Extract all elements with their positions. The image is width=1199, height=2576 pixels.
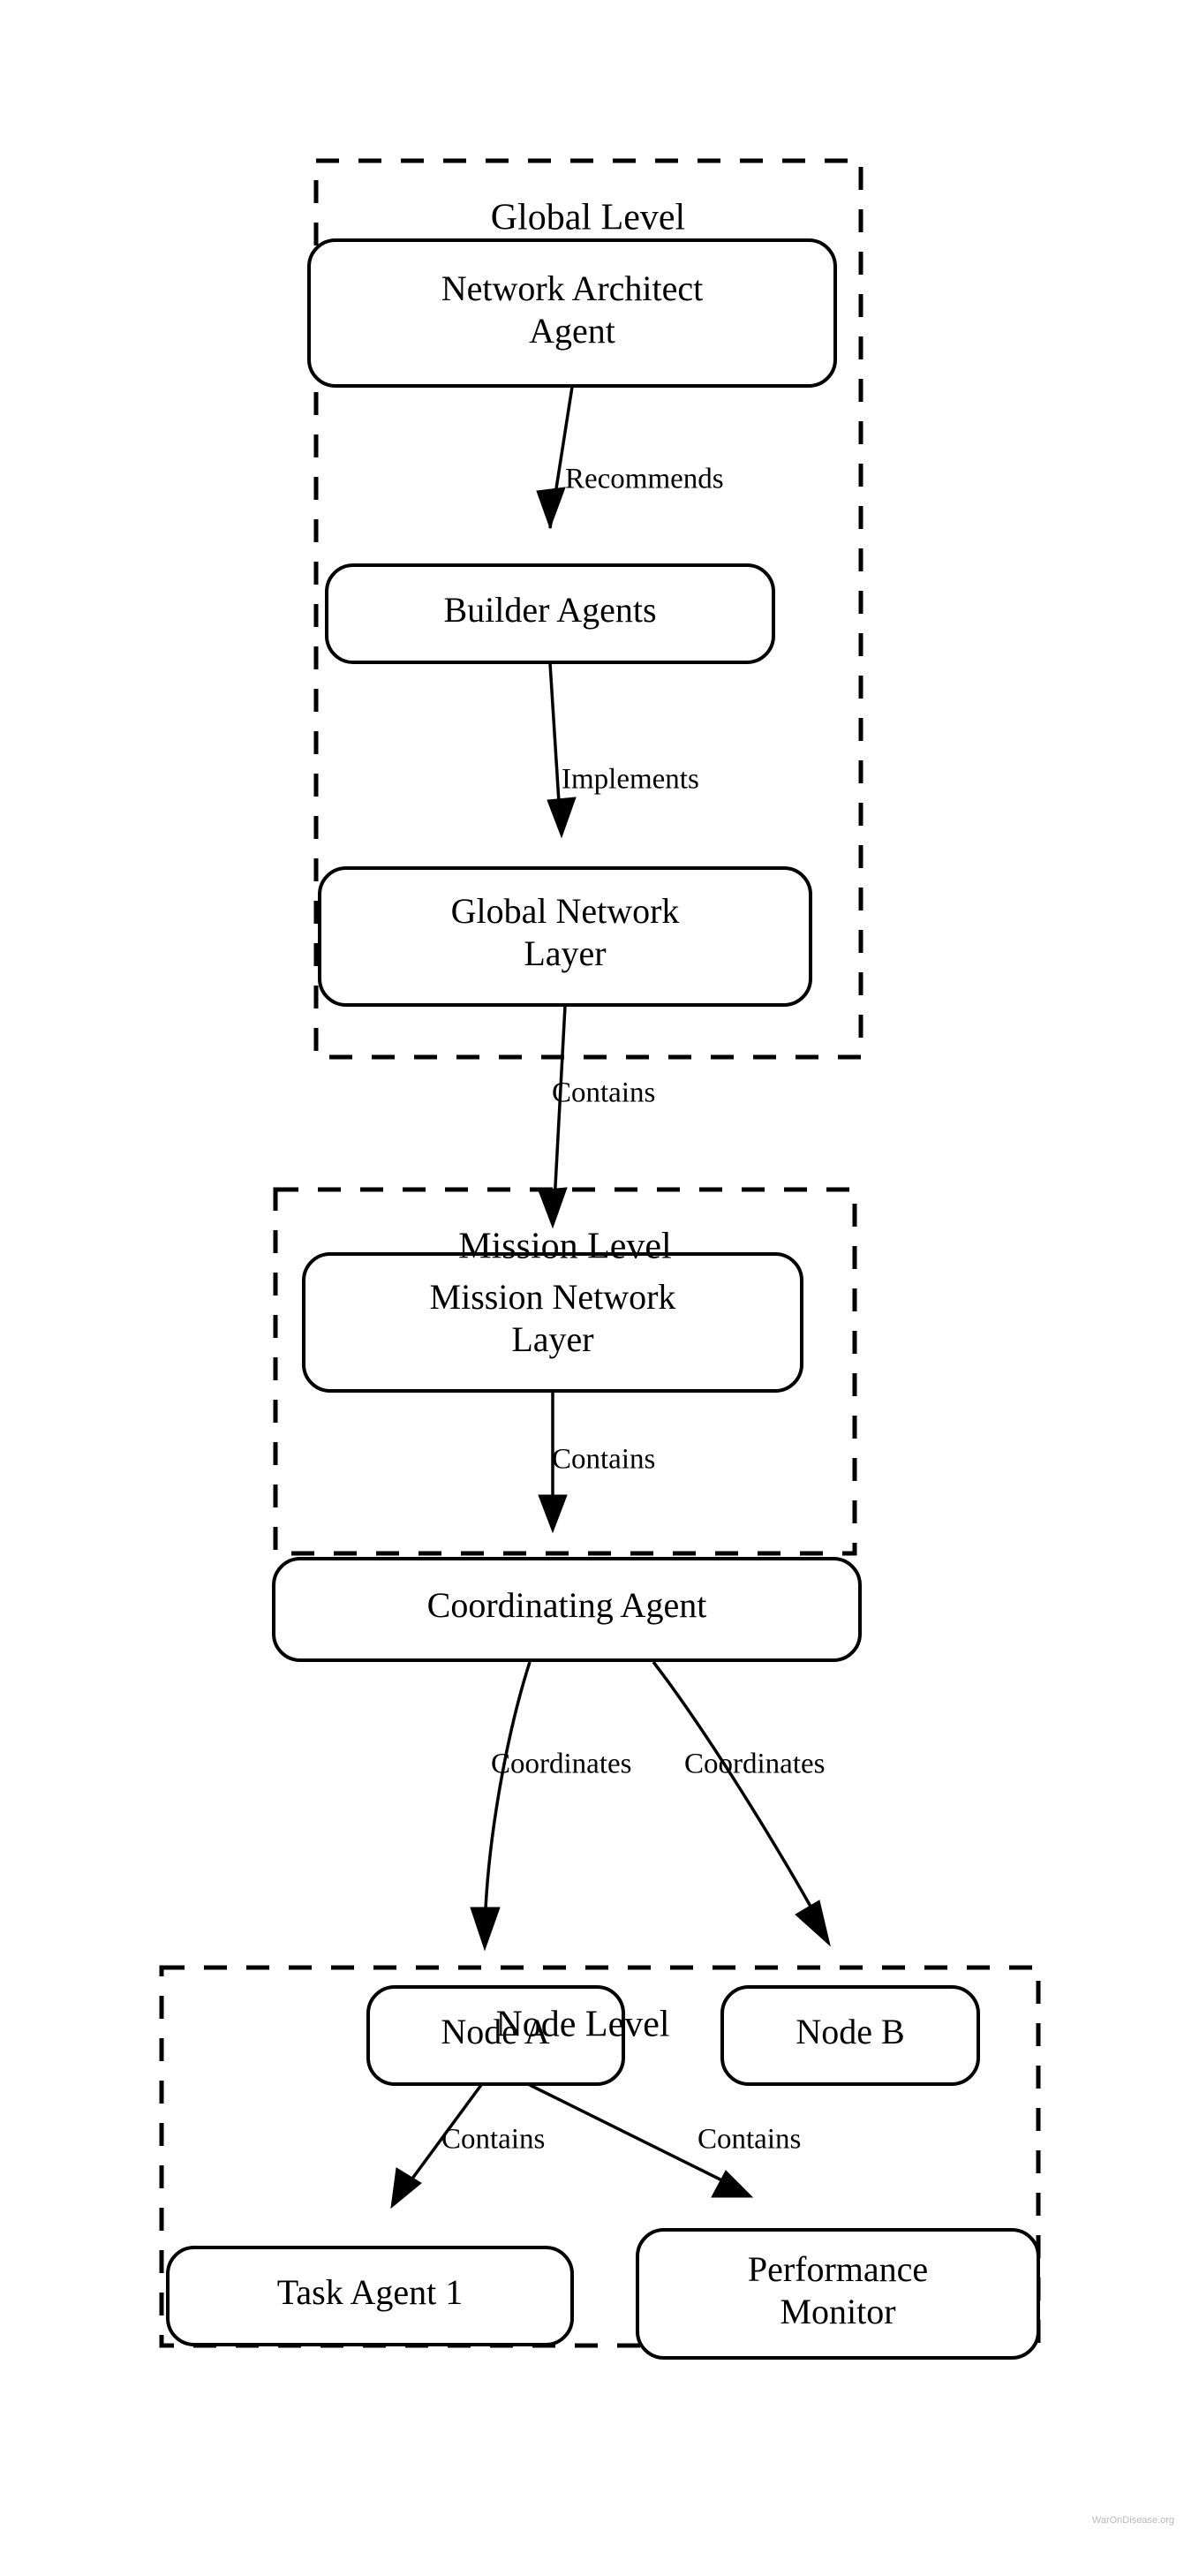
cluster-border-global <box>313 158 863 1060</box>
node-node-a[interactable]: Node A <box>366 1985 625 2086</box>
edge-contains-mission-coord-arrowhead-icon <box>538 1494 568 1534</box>
node-label-performance-monitor: Monitor <box>780 2292 895 2331</box>
edge-contains-node-a-perf <box>529 2083 754 2198</box>
node-label-task-agent-1: Task Agent 1 <box>277 2272 464 2312</box>
node-label-builder-agents: Builder Agents <box>443 590 656 630</box>
node-box-mission-network-layer[interactable] <box>302 1252 803 1393</box>
edge-contains-node-a-perf-line <box>529 2083 743 2192</box>
edge-contains-global-mission <box>538 1005 568 1229</box>
node-box-task-agent-1[interactable] <box>166 2246 574 2346</box>
edge-coordinates-node-b-label: Coordinates <box>684 1749 825 1780</box>
node-box-global-network-layer[interactable] <box>318 866 812 1007</box>
edge-coordinates-node-b <box>652 1660 831 1947</box>
edge-contains-node-a-perf-label: Contains <box>698 2124 801 2156</box>
edge-layer: RecommendsImplementsContainsContainsCoor… <box>390 386 831 2210</box>
edge-contains-global-mission-label: Contains <box>552 1077 655 1109</box>
edge-coordinates-node-a <box>470 1661 532 1952</box>
node-box-coordinating-agent[interactable] <box>272 1557 862 1662</box>
node-coordinating-agent[interactable]: Coordinating Agent <box>272 1557 862 1662</box>
edge-coordinates-node-a-label: Coordinates <box>491 1749 631 1780</box>
node-label-network-architect-agent: Agent <box>529 311 615 351</box>
cluster-title-mission: Mission Level <box>458 1227 671 1267</box>
edge-implements-arrowhead-icon <box>547 797 577 839</box>
edge-implements <box>547 662 577 839</box>
node-box-performance-monitor[interactable] <box>636 2228 1040 2360</box>
edge-recommends-label: Recommends <box>565 464 724 495</box>
node-label-global-network-layer: Global Network <box>451 891 680 931</box>
cluster-title-global: Global Level <box>491 198 685 238</box>
edge-contains-node-a-task <box>390 2083 483 2210</box>
node-label-performance-monitor: Performance <box>748 2249 928 2289</box>
edge-contains-global-mission-arrowhead-icon <box>538 1187 568 1229</box>
node-label-global-network-layer: Layer <box>524 933 606 973</box>
cluster-border-mission <box>273 1187 857 1556</box>
node-builder-agents[interactable]: Builder Agents <box>325 563 775 664</box>
node-label-node-b: Node B <box>796 2012 904 2051</box>
cluster-node <box>159 1965 1041 2348</box>
node-box-node-a[interactable] <box>366 1985 625 2086</box>
cluster-mission <box>273 1187 857 1556</box>
edge-contains-node-a-task-label: Contains <box>441 2124 545 2156</box>
edge-contains-mission-coord-label: Contains <box>552 1444 655 1476</box>
node-label-mission-network-layer: Mission Network <box>430 1277 676 1317</box>
cluster-border-node <box>159 1965 1041 2348</box>
edge-contains-node-a-task-arrowhead-icon <box>390 2167 422 2210</box>
cluster-group-layer <box>159 158 1041 2348</box>
cluster-title-node: Node Level <box>495 2005 669 2045</box>
edge-contains-node-a-perf-arrowhead-icon <box>711 2170 754 2198</box>
edge-coordinates-node-b-arrowhead-icon <box>795 1900 831 1947</box>
node-box-node-b[interactable] <box>720 1985 980 2086</box>
node-label-node-a: Node A <box>441 2012 549 2051</box>
edge-implements-label: Implements <box>562 764 699 796</box>
node-node-b[interactable]: Node B <box>720 1985 980 2086</box>
node-label-network-architect-agent: Network Architect <box>441 268 704 308</box>
node-label-mission-network-layer: Layer <box>511 1319 593 1359</box>
node-task-agent-1[interactable]: Task Agent 1 <box>166 2246 574 2346</box>
edge-coordinates-node-a-arrowhead-icon <box>470 1907 501 1952</box>
cluster-global <box>313 158 863 1060</box>
edge-contains-mission-coord <box>538 1392 568 1534</box>
node-label-coordinating-agent: Coordinating Agent <box>427 1585 707 1625</box>
watermark: WarOnDisease.org <box>1092 2515 1174 2526</box>
edge-recommends <box>536 386 574 530</box>
edge-coordinates-node-b-line <box>652 1660 823 1926</box>
node-box-network-architect-agent[interactable] <box>307 238 837 388</box>
edge-contains-global-mission-line <box>552 1005 567 1220</box>
edge-recommends-arrowhead-icon <box>536 487 566 530</box>
edge-coordinates-node-a-line <box>483 1661 532 1930</box>
node-box-builder-agents[interactable] <box>325 563 775 664</box>
